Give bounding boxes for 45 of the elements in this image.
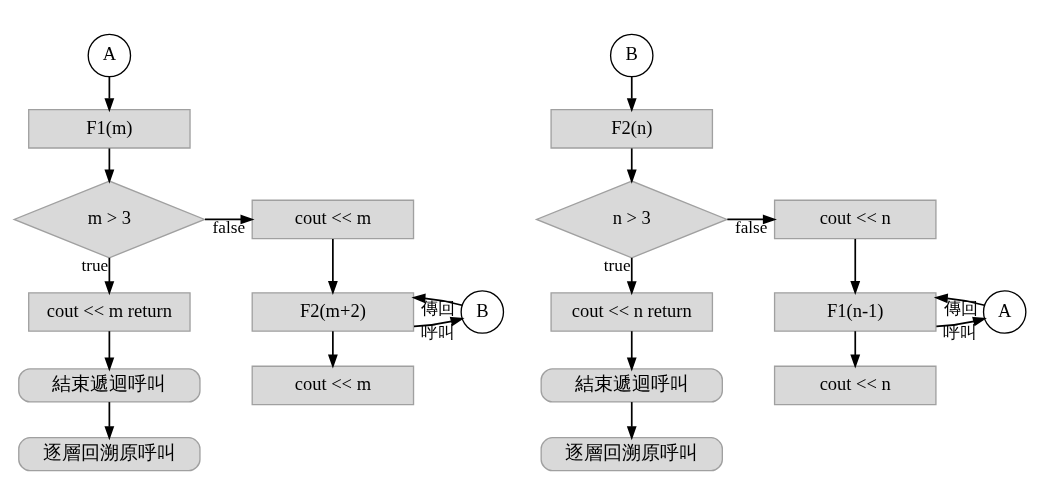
edge-label: 傳回 xyxy=(421,298,456,318)
node-box: cout << n xyxy=(773,365,937,405)
arrow xyxy=(104,75,115,112)
edge-label: false xyxy=(734,217,768,237)
arrow xyxy=(104,256,115,295)
edge-label: true xyxy=(603,255,631,275)
node-box: F2(n) xyxy=(550,108,714,149)
edge-label: 傳回 xyxy=(943,298,978,318)
arrow xyxy=(726,214,777,224)
node-box: F1(m) xyxy=(28,108,191,149)
node-box: cout << n return xyxy=(550,291,714,332)
node-box: 逐層回溯原呼叫 xyxy=(18,436,201,471)
arrow xyxy=(104,400,115,440)
node-box: 結束遞迴呼叫 xyxy=(540,367,723,403)
arrow xyxy=(626,256,637,295)
edge-label: false xyxy=(212,217,246,237)
node-box: F2(m+2) xyxy=(251,291,415,332)
arrow xyxy=(104,329,115,371)
arrow xyxy=(204,214,255,224)
node-box: cout << n xyxy=(773,199,937,239)
node-diamond: m > 3 xyxy=(12,179,207,258)
node-box: F1(n-1) xyxy=(773,291,937,332)
arrow xyxy=(626,400,637,440)
node-circle: A xyxy=(982,289,1027,334)
arrow xyxy=(104,147,115,184)
node-diamond: n > 3 xyxy=(534,179,729,258)
arrow xyxy=(327,237,338,295)
arrow xyxy=(850,329,861,369)
arrow xyxy=(327,329,338,369)
edge-label: true xyxy=(81,255,109,275)
arrow xyxy=(411,293,463,306)
node-box: cout << m xyxy=(251,365,415,405)
node-box: 逐層回溯原呼叫 xyxy=(540,436,723,471)
node-box: cout << m xyxy=(251,199,415,239)
node-circle: B xyxy=(460,289,505,334)
arrow xyxy=(850,237,861,295)
arrow xyxy=(413,316,465,327)
arrow xyxy=(626,75,637,112)
arrow xyxy=(933,293,986,306)
node-circle: B xyxy=(609,33,654,77)
arrow xyxy=(626,147,637,184)
arrow xyxy=(626,329,637,371)
node-circle: A xyxy=(87,33,132,77)
node-box: cout << m return xyxy=(28,291,191,332)
node-box: 結束遞迴呼叫 xyxy=(18,367,201,403)
